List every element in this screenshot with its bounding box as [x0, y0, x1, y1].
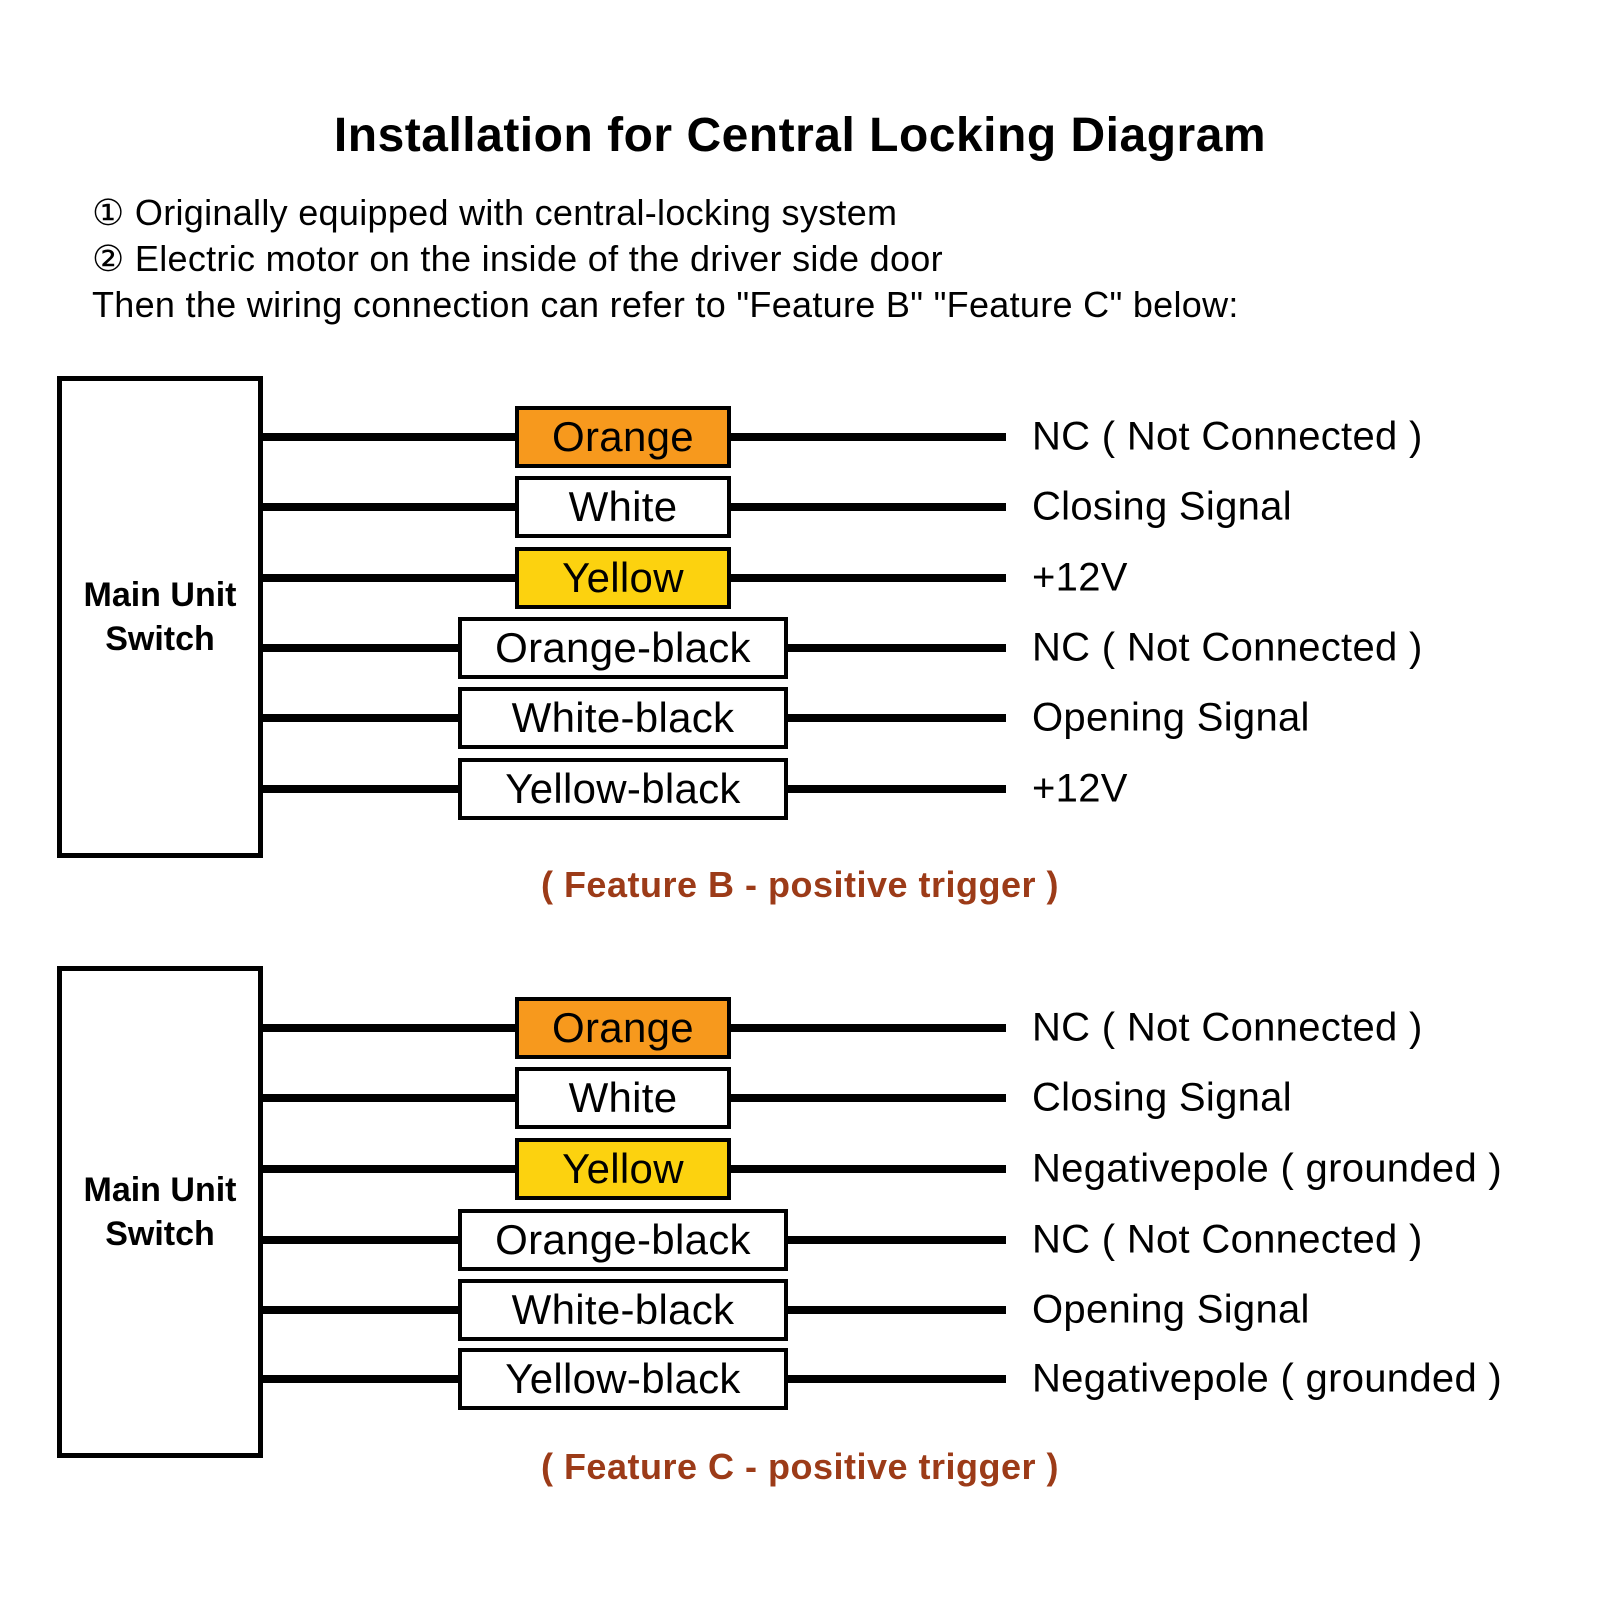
feature-c-diagram: Main Unit Switch Orange NC ( Not Connect…: [0, 966, 1600, 1458]
signal-label: Closing Signal: [1032, 484, 1292, 529]
signal-label: NC ( Not Connected ): [1032, 1217, 1423, 1262]
signal-label: Negativepole ( grounded ): [1032, 1146, 1503, 1191]
wire-color-label-white-black: White-black: [458, 687, 788, 749]
circled-two-icon: ②: [92, 238, 125, 279]
wire-color-label-yellow-black: Yellow-black: [458, 1348, 788, 1410]
signal-label: Closing Signal: [1032, 1075, 1292, 1120]
main-unit-switch-box: Main Unit Switch: [57, 376, 263, 858]
note-line-1: ① Originally equipped with central-locki…: [92, 190, 1239, 236]
wire-color-label-orange: Orange: [515, 997, 731, 1059]
feature-c-caption: ( Feature C - positive trigger ): [540, 1446, 1060, 1487]
note-line-3: Then the wiring connection can refer to …: [92, 284, 1239, 325]
signal-label: Opening Signal: [1032, 1287, 1310, 1332]
feature-b-caption: ( Feature B - positive trigger ): [540, 864, 1060, 905]
wire-color-label-yellow: Yellow: [515, 1138, 731, 1200]
note-line-2: ② Electric motor on the inside of the dr…: [92, 236, 1239, 282]
signal-label: NC ( Not Connected ): [1032, 1005, 1423, 1050]
main-unit-switch-box: Main Unit Switch: [57, 966, 263, 1458]
notes-block: ① Originally equipped with central-locki…: [92, 190, 1239, 328]
signal-label: +12V: [1032, 766, 1128, 811]
wire-color-label-orange-black: Orange-black: [458, 617, 788, 679]
signal-label: NC ( Not Connected ): [1032, 625, 1423, 670]
signal-label: +12V: [1032, 555, 1128, 600]
page-title: Installation for Central Locking Diagram: [333, 109, 1267, 162]
wire-color-label-white-black: White-black: [458, 1279, 788, 1341]
wire-color-label-white: White: [515, 476, 731, 538]
wire-color-label-yellow: Yellow: [515, 547, 731, 609]
signal-label: Negativepole ( grounded ): [1032, 1356, 1503, 1401]
wire-color-label-yellow-black: Yellow-black: [458, 758, 788, 820]
wire-color-label-orange-black: Orange-black: [458, 1209, 788, 1271]
wire-color-label-white: White: [515, 1067, 731, 1129]
wire-color-label-orange: Orange: [515, 406, 731, 468]
note-line-1-text: Originally equipped with central-locking…: [134, 192, 898, 233]
feature-b-diagram: Main Unit Switch Orange NC ( Not Connect…: [0, 376, 1600, 858]
note-line-2-text: Electric motor on the inside of the driv…: [134, 238, 943, 279]
signal-label: NC ( Not Connected ): [1032, 414, 1423, 459]
signal-label: Opening Signal: [1032, 695, 1310, 740]
circled-one-icon: ①: [92, 192, 125, 233]
